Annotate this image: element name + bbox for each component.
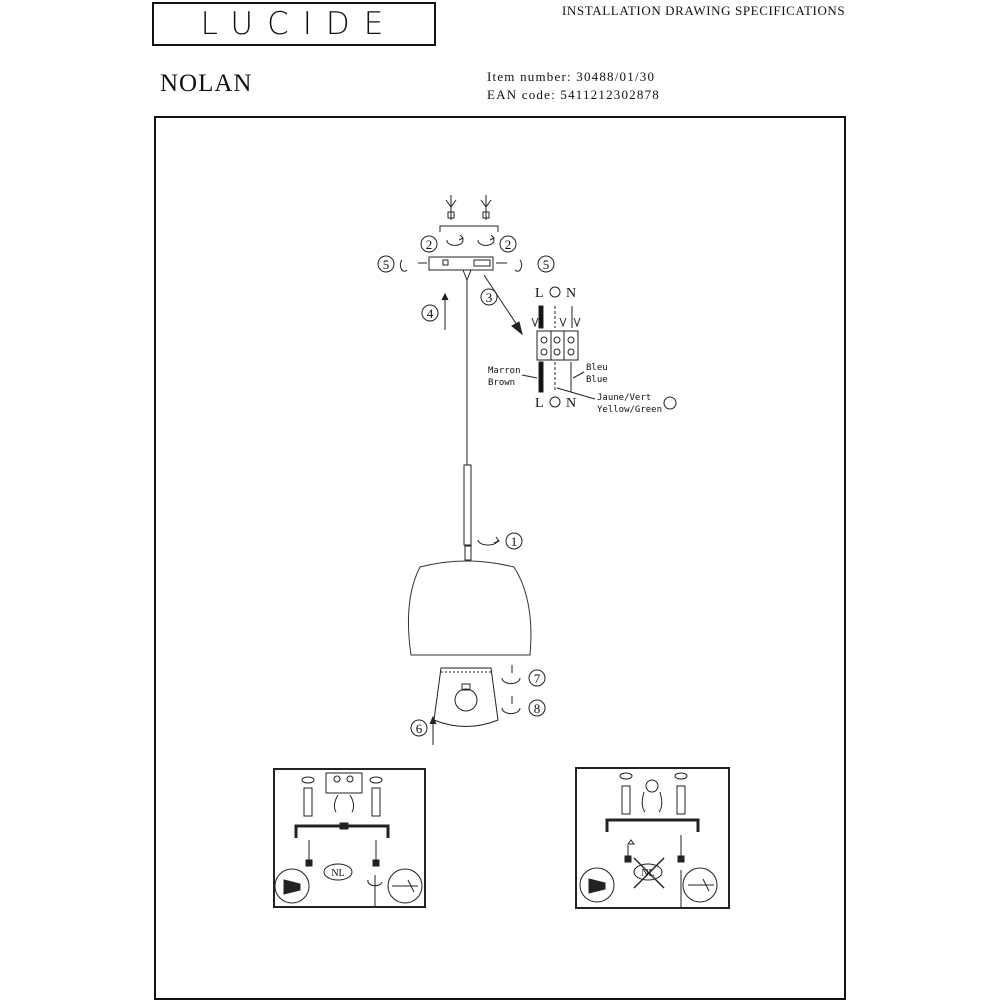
earth-symbol-legend — [663, 396, 677, 410]
step-label-6: 6 — [416, 721, 423, 736]
drawing-frame — [154, 116, 846, 1000]
step-badge-5-left — [377, 255, 395, 273]
step-label-3: 3 — [486, 290, 493, 305]
step-badge-7 — [528, 669, 546, 687]
rotate-arrow-step-7 — [501, 665, 521, 685]
lightbulb-icon — [454, 683, 478, 712]
step-label-2-right: 2 — [505, 237, 512, 252]
cord-grip — [462, 269, 472, 282]
leader-line-brown — [521, 374, 538, 379]
up-arrow-step-4 — [441, 292, 449, 330]
earth-symbol-top — [549, 286, 561, 298]
detail-box-left — [273, 768, 426, 908]
wire-label-jaune-vert: Jaune/Vert — [597, 393, 651, 403]
insert-arrow-N — [573, 317, 581, 328]
ceiling-bolt-left — [445, 195, 457, 220]
cross-out-line-b — [633, 857, 665, 889]
side-screw-left — [399, 259, 427, 272]
wire-label-brown: Brown — [488, 378, 515, 388]
live-wire-bottom — [538, 361, 544, 393]
terminal-label-bottom-L: L — [535, 396, 544, 411]
step-label-2-left: 2 — [426, 237, 433, 252]
brand-logo: LUCIDE — [152, 2, 436, 46]
step-label-7: 7 — [534, 671, 541, 686]
wire-label-yellow-green: Yellow/Green — [597, 405, 662, 415]
earth-symbol-bottom — [549, 396, 561, 408]
lamp-shade — [407, 560, 532, 656]
mounting-bracket-top — [439, 225, 499, 232]
step-badge-4 — [421, 304, 439, 322]
step-label-5-left: 5 — [383, 257, 390, 272]
step-label-5-right: 5 — [543, 257, 550, 272]
step-label-1: 1 — [511, 534, 518, 549]
step-badge-3 — [480, 288, 498, 306]
arrow-to-terminal-step-3 — [483, 274, 523, 336]
side-screw-right — [496, 259, 523, 272]
detail-badge-left: NL — [331, 868, 344, 879]
up-arrow-step-6 — [429, 715, 437, 745]
rotate-arrow-step-8 — [501, 696, 521, 715]
wire-label-bleu: Bleu — [586, 363, 608, 373]
document-title: INSTALLATION DRAWING SPECIFICATIONS — [562, 3, 846, 18]
lamp-holder-neck — [464, 545, 472, 561]
detail-badge-right: NL — [641, 868, 654, 879]
glass-cover — [433, 667, 499, 727]
terminal-label-top-N: N — [566, 286, 576, 301]
terminal-label-top-L: L — [535, 286, 544, 301]
nl-badge-left-shape — [323, 863, 353, 881]
leader-line-blue — [572, 371, 585, 379]
step-badge-8 — [528, 699, 546, 717]
ceiling-bolt-right — [480, 195, 492, 220]
product-name: NOLAN — [160, 70, 253, 97]
step-badge-5-right — [537, 255, 555, 273]
cable-sleeve — [463, 464, 472, 546]
canopy-clip — [442, 259, 449, 266]
insert-arrow-earth — [559, 317, 567, 328]
step-badge-2-right — [499, 235, 517, 253]
wire-label-blue: Blue — [586, 375, 608, 385]
brand-logo-text: LUCIDE — [200, 6, 398, 42]
step-label-8: 8 — [534, 701, 541, 716]
rotate-arrow-step-1 — [477, 536, 500, 546]
leader-line-earth — [556, 387, 596, 400]
rotate-arrow-2-right — [477, 234, 495, 246]
terminal-block-small — [473, 259, 491, 267]
item-number: Item number: 30488/01/30 — [487, 69, 656, 84]
nl-badge-right-shape — [633, 863, 663, 881]
terminal-label-bottom-N: N — [566, 396, 576, 411]
detail-box-right — [575, 767, 730, 909]
step-label-4: 4 — [427, 306, 434, 321]
live-wire-top — [538, 305, 544, 329]
step-badge-1 — [505, 532, 523, 550]
wire-label-marron: Marron — [488, 366, 521, 376]
ean-code: EAN code: 5411212302878 — [487, 87, 660, 102]
rotate-arrow-2-left — [446, 234, 464, 246]
step-badge-6 — [410, 719, 428, 737]
step-badge-2-left — [420, 235, 438, 253]
ceiling-canopy — [428, 256, 494, 271]
terminal-block — [536, 330, 579, 361]
insert-arrow-L — [531, 317, 539, 328]
